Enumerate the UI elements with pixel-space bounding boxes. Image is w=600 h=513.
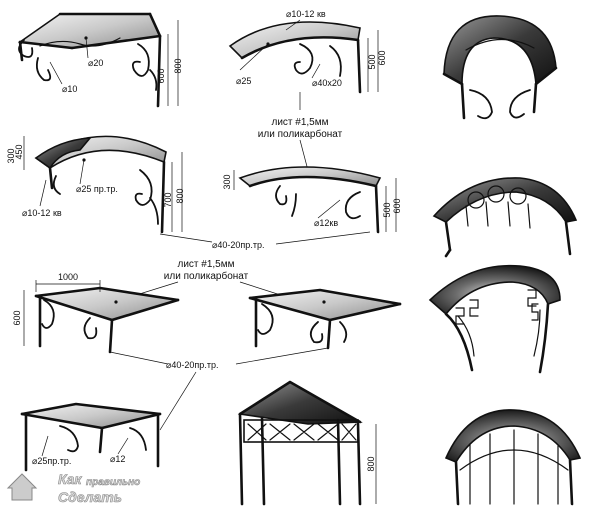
- label-sheet-1b: или поликарбонат: [258, 128, 343, 140]
- label-h500-b: 500: [382, 202, 392, 217]
- label-group-d40-mid: ⌀40-20пр.тр.: [159, 231, 371, 250]
- label-d12kv: ⌀12кв: [314, 218, 338, 228]
- logo-line-2: правильно: [86, 477, 140, 488]
- label-d40-20-mid: ⌀40-20пр.тр.: [212, 240, 264, 250]
- canopy-flat-curled: ⌀20 ⌀10 600 800: [17, 12, 183, 108]
- canopy-curved-large: ⌀25 пр.тр. ⌀10-12 кв 300 450 700 800: [6, 135, 185, 234]
- label-h600-b: 600: [377, 50, 387, 65]
- label-h450-a: 450: [14, 144, 24, 159]
- canopy-flat-low: ⌀25пр.тр. ⌀12: [20, 402, 162, 472]
- label-h700: 700: [163, 192, 173, 207]
- label-d12: ⌀12: [110, 454, 125, 464]
- label-d10-12kv-mid: ⌀10-12 кв: [22, 208, 62, 218]
- label-h600-c: 600: [392, 198, 402, 213]
- label-d25-prtr: ⌀25 пр.тр.: [76, 184, 118, 194]
- logo-line-3: Сделать: [58, 489, 122, 505]
- label-d10-12kv-top: ⌀10-12 кв: [286, 9, 326, 19]
- label-h600-a: 600: [156, 68, 166, 83]
- label-d25: ⌀25: [236, 76, 251, 86]
- label-d20: ⌀20: [88, 58, 103, 68]
- label-h300-b: 300: [222, 174, 232, 189]
- label-d40x20: ⌀40x20: [312, 78, 342, 88]
- canopy-flat-sloped: 1000 600: [12, 272, 180, 354]
- label-w1000: 1000: [58, 272, 78, 282]
- canopy-gabled: 800: [237, 380, 377, 506]
- label-h800-c: 800: [366, 456, 376, 471]
- label-d10: ⌀10: [62, 84, 77, 94]
- label-d40-20-low: ⌀40-20пр.тр.: [166, 360, 218, 370]
- label-group-d40-low: ⌀40-20пр.тр.: [109, 347, 329, 431]
- canopy-flat-bracket: [248, 288, 402, 350]
- label-sheet-2b: или поликарбонат: [164, 270, 249, 282]
- canopy-arched-rings: [432, 177, 578, 258]
- label-h300-a: 300: [6, 148, 16, 163]
- canopy-arched-greek: [428, 264, 561, 374]
- logo-line-1: Как: [58, 471, 82, 487]
- logo: Как правильно Сделать: [6, 471, 141, 505]
- label-sheet-1: лист #1,5мм: [272, 117, 329, 128]
- canopy-arched-light: [444, 409, 582, 506]
- label-d25-prtr-low: ⌀25пр.тр.: [32, 456, 71, 466]
- canopy-arched-dark: [442, 15, 558, 120]
- label-sheet-2: лист #1,5мм: [178, 259, 235, 270]
- canopy-curved-thin: 300 ⌀12кв 500 600: [222, 166, 402, 234]
- label-h800-a: 800: [173, 58, 183, 73]
- label-h600-d: 600: [12, 310, 22, 325]
- sheet-label-1: лист #1,5мм или поликарбонат: [258, 92, 343, 179]
- canopy-curved-bracket: ⌀25 ⌀10-12 кв ⌀40x20 500 600: [228, 9, 387, 94]
- label-h800-b: 800: [175, 188, 185, 203]
- house-icon: [6, 473, 38, 501]
- label-h500-a: 500: [367, 54, 377, 69]
